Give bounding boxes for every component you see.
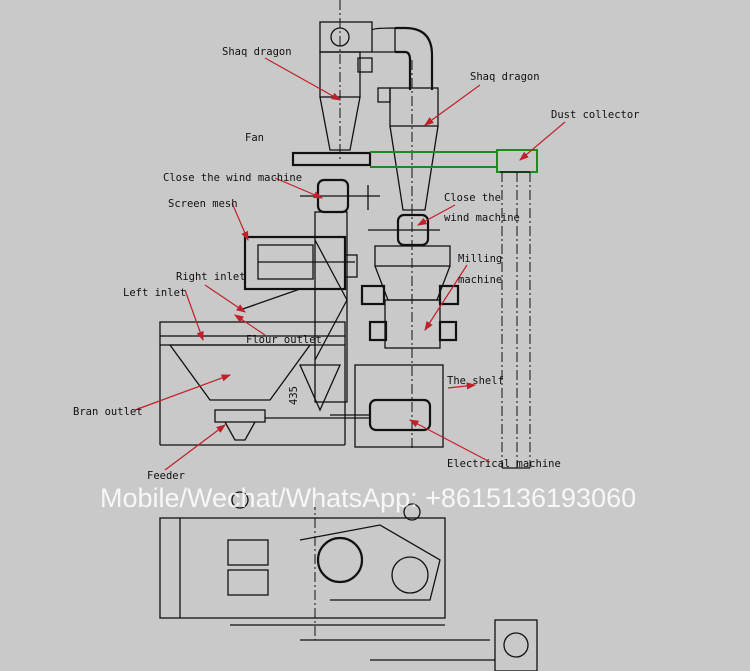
label-right-inlet: Right inlet xyxy=(176,271,246,283)
plan-view xyxy=(159,491,538,671)
label-bran-outlet: Bran outlet xyxy=(73,406,143,418)
label-fan: Fan xyxy=(245,132,264,144)
label-right-cyclone: Shaq dragon xyxy=(470,71,540,83)
left-airlock xyxy=(300,178,380,214)
center-lines xyxy=(314,0,413,640)
left-cyclone xyxy=(319,21,396,151)
duct-arch xyxy=(395,26,434,90)
label-milling-2: machine xyxy=(458,274,502,286)
milling-machine xyxy=(360,245,460,349)
label-shelf: The shelf xyxy=(447,375,504,387)
label-dust-collector: Dust collector xyxy=(551,109,640,121)
dimension-label: 435 xyxy=(288,386,300,405)
label-electrical-machine: Electrical machine xyxy=(447,458,561,470)
support-column xyxy=(314,211,348,403)
label-right-airlock-1: Close the xyxy=(444,192,501,204)
label-left-inlet: Left inlet xyxy=(123,287,186,299)
label-screen-mesh: Screen mesh xyxy=(168,198,238,210)
watermark: Mobile/Wechat/WhatsApp: +8615136193060 xyxy=(100,483,636,513)
shelf xyxy=(330,364,444,448)
right-cyclone xyxy=(377,87,439,211)
label-right-airlock-2: wind machine xyxy=(444,212,520,224)
label-milling-1: Milling xyxy=(458,253,502,265)
label-flour-outlet: Flour outlet xyxy=(246,334,322,346)
screen-mesh xyxy=(239,235,358,311)
dust-duct xyxy=(370,149,538,469)
leader-arrows xyxy=(134,57,566,471)
label-left-airlock: Close the wind machine xyxy=(163,172,302,184)
hopper-frame xyxy=(159,321,370,446)
label-feeder: Feeder xyxy=(147,470,185,482)
label-left-cyclone: Shaq dragon xyxy=(222,46,292,58)
fan-plate xyxy=(291,151,372,167)
right-airlock xyxy=(368,213,440,247)
